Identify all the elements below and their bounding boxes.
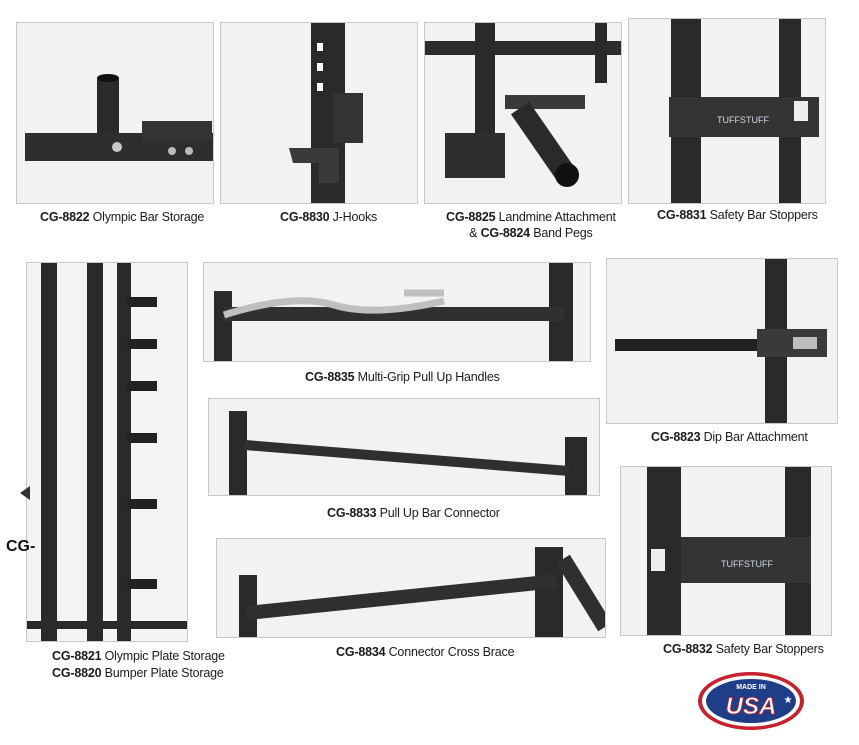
caption-cg-8830: CG-8830 J-Hooks	[280, 210, 378, 224]
photo-landmine-band-pegs	[424, 22, 622, 204]
made-in-usa-badge: MADE IN USA ★	[696, 670, 806, 732]
badge-top-text: MADE IN	[736, 684, 766, 691]
photo-pull-up-bar	[208, 398, 600, 496]
caption-cg-8821-8820: CG-8821 Olympic Plate Storage CG-8820 Bu…	[52, 649, 225, 680]
brand-plate-text-2: TUFFSTUFF	[721, 559, 773, 569]
photo-cross-brace	[216, 538, 606, 638]
photo-multi-grip-handles	[203, 262, 591, 362]
photo-safety-bar-stoppers-bottom: TUFFSTUFF	[620, 466, 832, 636]
photo-olympic-bar-storage	[16, 22, 214, 204]
badge-main-text: USA	[726, 693, 777, 720]
caption-cg-8823: CG-8823 Dip Bar Attachment	[651, 430, 808, 444]
caption-cg-8832: CG-8832 Safety Bar Stoppers	[663, 642, 824, 656]
photo-dip-bar	[606, 258, 838, 424]
truncated-label: CG-	[6, 538, 36, 555]
caption-cg-8825: CG-8825 Landmine Attachment & CG-8824 Ba…	[446, 210, 616, 240]
brand-plate-text: TUFFSTUFF	[717, 115, 769, 125]
photo-j-hooks	[220, 22, 418, 204]
photo-safety-bar-stoppers-top: TUFFSTUFF	[628, 18, 826, 204]
caption-cg-8834: CG-8834 Connector Cross Brace	[336, 645, 515, 659]
caption-cg-8835: CG-8835 Multi-Grip Pull Up Handles	[305, 370, 500, 384]
left-arrow-icon	[20, 486, 30, 500]
caption-cg-8822: CG-8822 Olympic Bar Storage	[40, 210, 205, 224]
star-icon: ★	[784, 695, 793, 706]
photo-plate-storage	[26, 262, 188, 642]
caption-cg-8831: CG-8831 Safety Bar Stoppers	[657, 208, 818, 222]
caption-cg-8833: CG-8833 Pull Up Bar Connector	[327, 506, 500, 520]
